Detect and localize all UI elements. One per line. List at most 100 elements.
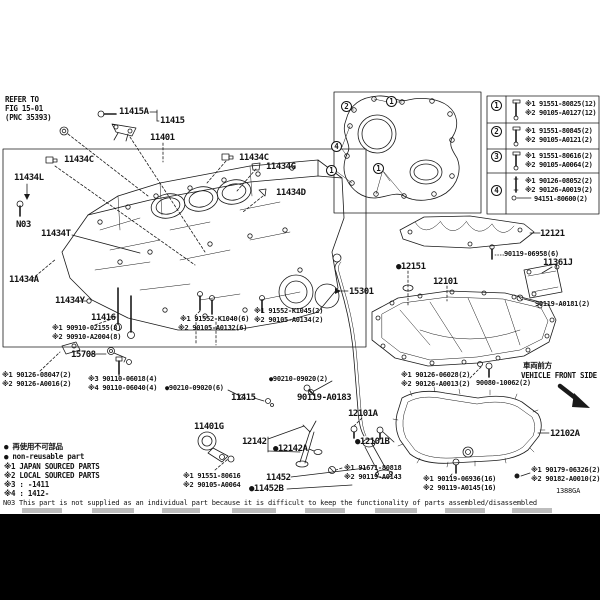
front-arrow-icon — [557, 383, 590, 408]
part-label: ※1 91552-K1045(2) — [254, 307, 324, 315]
part-label: ●12142A — [273, 444, 308, 454]
direction-label-en: VEHICLE FRONT SIDE — [521, 371, 597, 380]
legend-table-grid — [486, 95, 600, 215]
part-label: N03 — [16, 220, 31, 230]
baffle-plate-art — [399, 215, 541, 260]
legend-part-number: ※2 90105-A0121(2) — [525, 136, 593, 144]
guide-tube-art — [295, 420, 323, 468]
part-label: 11434G — [266, 162, 296, 172]
legend-callout: 4 — [491, 185, 502, 196]
part-label: ※2 90126-A0016(2) — [2, 380, 72, 388]
inset-callout: 1 — [386, 96, 397, 107]
legend-part-number: ※1 90126-08052(2) — [525, 177, 593, 185]
part-label: 11434C — [64, 155, 94, 165]
part-label: 11416 — [91, 313, 116, 323]
part-label: ●90210-09020(6) — [165, 384, 224, 392]
part-label: ※1 91551-80616 — [183, 472, 241, 480]
note-nonreusable-en: ● non-reusable part — [4, 452, 85, 461]
leader-lines — [24, 109, 531, 490]
part-label: ●12101B — [355, 437, 390, 447]
scan-artifact — [375, 508, 417, 513]
oil-strainer-art — [328, 438, 393, 479]
part-label: 11434L — [14, 173, 44, 183]
legend-callout: 1 — [491, 100, 502, 111]
scan-black-band — [0, 514, 600, 600]
part-label: 12142 — [242, 437, 267, 447]
inset-callout: 1 — [326, 165, 337, 176]
part-label: ※2 90182-A0010(2) — [531, 475, 600, 483]
legend-part-number: ※2 90105-A0064(2) — [525, 161, 593, 169]
part-label: 90119-06958(6) — [504, 250, 559, 258]
part-label: ※2 90126-A0013(2) — [401, 380, 471, 388]
part-label: ※4 90110-06040(4) — [88, 384, 158, 392]
part-label: ●11452B — [249, 484, 284, 494]
page-code: 1388GA — [556, 487, 581, 495]
part-label: 11401 — [150, 133, 175, 143]
part-label: ●90210-09020(2) — [269, 375, 328, 383]
scan-artifact — [92, 508, 134, 513]
legend-part-number: ※1 91551-80845(2) — [525, 127, 593, 135]
footnote: N03 This part is not supplied as an indi… — [3, 499, 537, 507]
lower-oil-pan-art — [392, 386, 550, 468]
legend-part-number: ※2 90126-A0019(2) — [525, 186, 593, 194]
main-frame — [2, 148, 367, 348]
part-label: 11415 — [231, 393, 256, 403]
part-label: 12121 — [540, 229, 565, 239]
part-label: 12101 — [433, 277, 458, 287]
sensor-art — [197, 431, 235, 463]
part-label: 11434D — [276, 188, 306, 198]
scan-artifact — [445, 508, 485, 513]
legend-part-number: 94151-80600(2) — [534, 195, 588, 203]
part-label: ※2 90119-A0145(16) — [423, 484, 497, 492]
scan-artifact — [512, 508, 552, 513]
part-label: 11415A — [119, 107, 149, 117]
note-nonreusable-jp: ● 再使用不可部品 — [4, 442, 63, 451]
part-label: 11434A — [9, 275, 39, 285]
part-label: ※1 90179-06326(2) — [531, 466, 600, 474]
inset-callout: 2 — [341, 101, 352, 112]
note-date-range-4: ※4 : 1412- — [4, 489, 49, 498]
refer-note-line2: FIG 15-01 — [5, 104, 43, 113]
note-local-sourced: ※2 LOCAL SOURCED PARTS — [4, 471, 100, 480]
part-label: 11415 — [160, 116, 185, 126]
part-label: 90119-A0183 — [297, 393, 352, 403]
part-label: 15301 — [349, 287, 374, 297]
part-label: 11361J — [543, 258, 573, 268]
part-label: ※2 90105-A0132(6) — [178, 324, 248, 332]
part-label: ※3 90110-06018(4) — [88, 375, 158, 383]
part-label: 11452 — [266, 473, 291, 483]
part-label: ※1 90910-02155(8) — [52, 324, 122, 332]
part-label: ※2 90105-A0134(2) — [254, 316, 324, 324]
scan-artifact — [232, 508, 276, 513]
part-label: 90080-10062(2) — [476, 379, 531, 387]
legend-part-number: ※1 91551-80825(12) — [525, 100, 597, 108]
cylinder-block-art — [61, 159, 345, 331]
upper-oil-pan-art — [371, 289, 557, 367]
part-label: 11434T — [41, 229, 71, 239]
part-label: ※2 90105-A0064 — [183, 481, 241, 489]
part-label: 12102A — [550, 429, 580, 439]
scan-artifact — [162, 508, 200, 513]
inset-callout: 1 — [373, 163, 384, 174]
part-label: ※2 90119-A0143 — [344, 473, 402, 481]
part-label: ※1 90126-06028(2) — [401, 371, 471, 379]
scan-artifact — [305, 508, 345, 513]
legend-part-number: ※2 90105-A0127(12) — [525, 109, 597, 117]
bracket-plate-art — [516, 263, 563, 303]
part-label: ※1 90119-06936(16) — [423, 475, 497, 483]
part-label: 15708 — [71, 350, 96, 360]
scan-artifact — [22, 508, 62, 513]
part-label: ●12151 — [396, 262, 426, 272]
legend-part-number: ※1 91551-80616(2) — [525, 152, 593, 160]
part-label: 11434Y — [55, 296, 85, 306]
part-label: ※1 91671-80818 — [344, 464, 402, 472]
fastener-icons — [16, 110, 520, 479]
legend-callout: 2 — [491, 126, 502, 137]
part-label: ※1 91552-K1040(6) — [180, 315, 250, 323]
part-label: 11401G — [194, 422, 224, 432]
refer-note-line3: (PNC 35393) — [5, 113, 52, 122]
part-label: ※1 90126-08047(2) — [2, 371, 72, 379]
inset-gasket-art — [333, 91, 482, 214]
